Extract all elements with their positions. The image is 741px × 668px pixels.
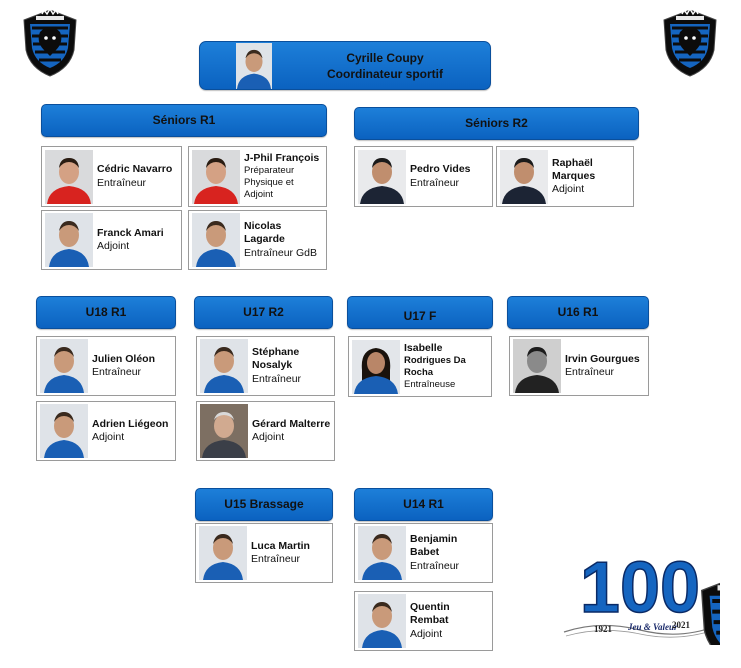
staff-photo (45, 149, 93, 204)
coordinator-name: Cyrille Coupy (346, 51, 424, 65)
staff-role: Entraîneur (410, 176, 460, 189)
staff-card-irvin-gourgues: Irvin Gourgues Entraîneur (509, 336, 649, 396)
centenary-number: 100 (580, 550, 700, 628)
staff-name: Raphaël Marques (552, 156, 596, 182)
staff-name: Julien Oléon (92, 352, 156, 365)
staff-role: Entraîneur (251, 553, 301, 565)
staff-role: Entraîneur (92, 366, 142, 378)
staff-photo (513, 339, 561, 393)
team-banner-u17-r2: U17 R2 (194, 296, 333, 329)
staff-card-cedric-navarro: Cédric Navarro Entraîneur (41, 146, 182, 207)
staff-photo (500, 149, 548, 204)
staff-name: Stéphane Nosalyk (252, 346, 300, 372)
staff-name: Nicolas Lagarde (244, 220, 285, 246)
staff-card-raphael-marques: Raphaël Marques Adjoint (496, 146, 634, 207)
staff-name-line-2: Rodrigues Da Rocha (404, 355, 466, 379)
team-banner-u17-f: U17 F (347, 296, 493, 329)
staff-role: Entraîneur (565, 366, 615, 378)
staff-role: Adjoint (410, 627, 443, 640)
team-label: Séniors R2 (465, 116, 528, 130)
staff-card-adrien-liegeon: Adrien Liégeon Adjoint (36, 401, 176, 461)
staff-card-gerard-malterre: Gérard Malterre Adjoint (196, 401, 335, 461)
staff-photo (199, 526, 247, 580)
team-label: U18 R1 (85, 305, 127, 319)
club-crest-logo-left (20, 6, 80, 78)
team-label: U16 R1 (557, 305, 599, 319)
coordinator-role: Coordinateur sportif (327, 67, 443, 81)
staff-photo (40, 339, 88, 393)
team-banner-u14-r1: U14 R1 (354, 488, 493, 521)
staff-name: Quentin Rembat (410, 601, 450, 627)
coordinator-banner: Cyrille Coupy Coordinateur sportif (199, 41, 491, 90)
team-label: U14 R1 (403, 497, 444, 511)
centenary-motto: Jeu & Valeur (627, 622, 678, 632)
staff-name: Cédric Navarro (97, 163, 173, 176)
staff-role: Entraîneur (252, 372, 302, 385)
staff-card-julien-oleon: Julien Oléon Entraîneur (36, 336, 176, 396)
staff-photo (45, 213, 93, 267)
centenary-year-end: 2021 (672, 620, 691, 630)
staff-role: Adjoint (252, 431, 285, 443)
staff-card-quentin-rembat: Quentin Rembat Adjoint (354, 591, 493, 651)
staff-card-benjamin-babet: Benjamin Babet Entraîneur (354, 523, 493, 583)
team-banner-u15-brassage: U15 Brassage (195, 488, 333, 521)
staff-photo (352, 339, 400, 394)
staff-card-luca-martin: Luca Martin Entraîneur (195, 523, 333, 583)
staff-photo (358, 149, 406, 204)
staff-name: J-Phil François (244, 152, 320, 165)
staff-role: Adjoint (552, 183, 585, 196)
team-banner-u16-r1: U16 R1 (507, 296, 649, 329)
staff-name: Isabelle (404, 342, 443, 355)
staff-photo (358, 526, 406, 580)
staff-card-franck-amari: Franck Amari Adjoint (41, 210, 182, 270)
staff-photo (358, 594, 406, 648)
staff-photo (40, 404, 88, 458)
staff-name: Benjamin Babet (410, 533, 458, 559)
staff-name: Adrien Liégeon (92, 417, 169, 430)
team-label: U17 F (403, 309, 437, 323)
staff-role: Entraîneuse (404, 379, 456, 390)
centenary-crest-icon (702, 576, 720, 645)
staff-card-isabelle-rodrigues-da-rocha: Isabelle Rodrigues Da Rocha Entraîneuse (348, 336, 492, 397)
team-label: U17 R2 (243, 305, 284, 319)
staff-card-j-phil-francois: J-Phil François Préparateur Physique et … (188, 146, 327, 207)
staff-name: Gérard Malterre (252, 417, 331, 430)
staff-name: Luca Martin (251, 539, 310, 552)
team-banner-seniors-r2: Séniors R2 (354, 107, 639, 140)
staff-photo (200, 404, 248, 458)
staff-name: Irvin Gourgues (565, 352, 640, 365)
staff-role: Entraîneur (410, 559, 460, 572)
staff-card-stephane-nosalyk: Stéphane Nosalyk Entraîneur (196, 336, 335, 396)
staff-name: Pedro Vides (410, 163, 471, 176)
staff-role: Entraîneur (97, 176, 147, 189)
team-label: Séniors R1 (152, 113, 216, 127)
staff-role: Entraîneur GdB (244, 246, 317, 259)
team-banner-seniors-r1: Séniors R1 (41, 104, 327, 137)
staff-role: Adjoint (92, 431, 125, 443)
staff-photo (192, 149, 240, 204)
team-banner-u18-r1: U18 R1 (36, 296, 176, 329)
team-label: U15 Brassage (224, 497, 304, 511)
centenary-100-years-logo: 100 1921 Jeu & Valeur 2021 (560, 547, 720, 645)
coordinator-photo (236, 43, 272, 89)
staff-card-pedro-vides: Pedro Vides Entraîneur (354, 146, 493, 207)
staff-photo (200, 339, 248, 393)
staff-card-nicolas-lagarde: Nicolas Lagarde Entraîneur GdB (188, 210, 327, 270)
staff-name: Franck Amari (97, 226, 164, 239)
staff-role: Adjoint (97, 240, 130, 252)
staff-photo (192, 213, 240, 267)
centenary-year-start: 1921 (594, 624, 613, 634)
club-crest-logo-right (660, 6, 720, 78)
staff-role: Préparateur Physique et Adjoint (244, 165, 295, 200)
